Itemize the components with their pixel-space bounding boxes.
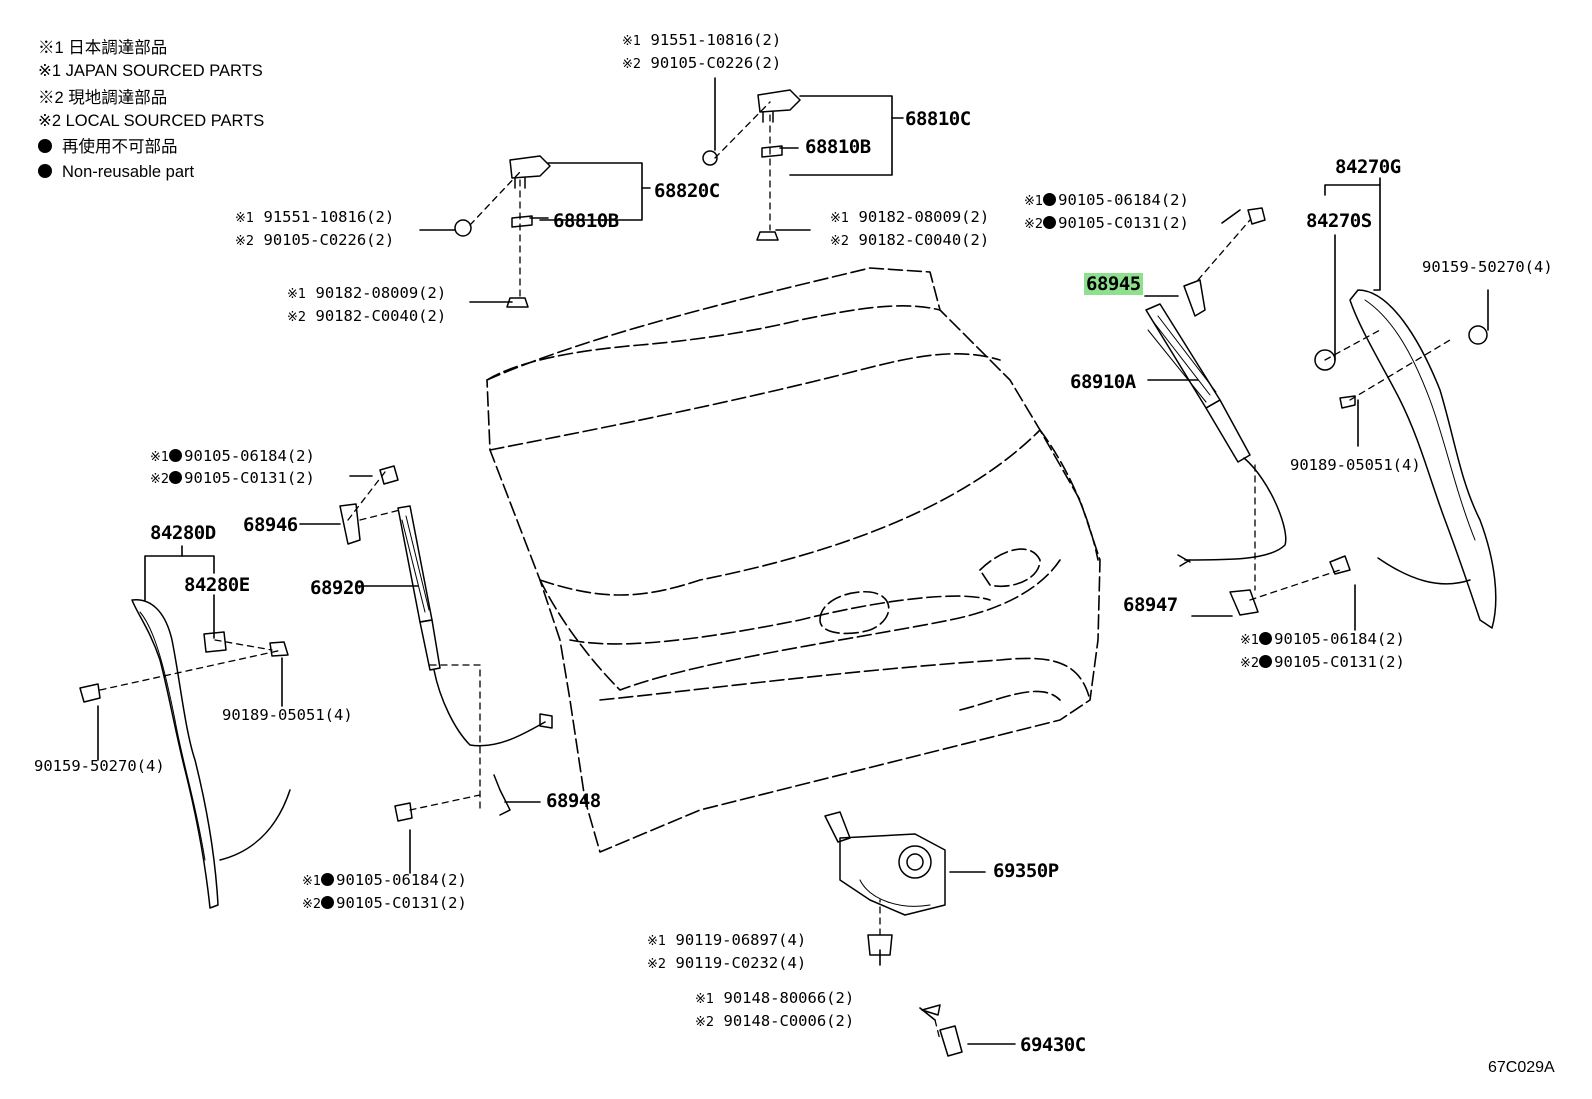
nonreusable-dot-icon xyxy=(1043,216,1057,229)
hinge-upper-left xyxy=(509,155,551,228)
part-68945[interactable]: 68945 xyxy=(1084,273,1143,295)
ref-a2[interactable]: ※2 90105-C0226(2) xyxy=(622,54,782,72)
left-gas-strut xyxy=(339,503,553,816)
ref-m2[interactable]: ※2 90119-C0232(4) xyxy=(647,954,807,972)
nonreusable-dot-icon xyxy=(38,139,52,153)
part-84280D[interactable]: 84280D xyxy=(150,522,216,544)
ref-b1[interactable]: ※1 91551-10816(2) xyxy=(235,208,395,226)
nonreusable-dot-icon xyxy=(321,873,335,886)
nonreusable-dot-icon xyxy=(321,896,335,909)
ref-n2[interactable]: ※2 90148-C0006(2) xyxy=(695,1012,855,1030)
ref-f[interactable]: 90159-50270(4) xyxy=(1422,258,1553,276)
fasteners xyxy=(79,150,1488,1016)
nonreusable-dot-icon xyxy=(1259,655,1273,668)
part-69430C[interactable]: 69430C xyxy=(1020,1034,1086,1056)
lower-bracket xyxy=(939,1025,963,1057)
part-68920[interactable]: 68920 xyxy=(310,577,365,599)
legend-nonreusable-en-text: Non-reusable part xyxy=(62,163,195,181)
nonreusable-dot-icon xyxy=(1259,632,1273,645)
legend-nonreusable-jp-text: 再使用不可部品 xyxy=(62,138,178,156)
legend-nonreusable-en: Non-reusable part xyxy=(38,162,194,182)
legend-local-en: ※2 LOCAL SOURCED PARTS xyxy=(38,112,265,130)
diagram-code: 67C029A xyxy=(1488,1059,1555,1076)
part-68947[interactable]: 68947 xyxy=(1123,594,1178,616)
part-68948[interactable]: 68948 xyxy=(546,790,601,812)
part-84270G[interactable]: 84270G xyxy=(1335,156,1401,178)
ref-n1[interactable]: ※1 90148-80066(2) xyxy=(695,989,855,1007)
legend-nonreusable-jp: 再使用不可部品 xyxy=(38,137,178,157)
door-motor xyxy=(824,811,946,916)
ref-k[interactable]: 90159-50270(4) xyxy=(34,757,165,775)
legend-japan-en: ※1 JAPAN SOURCED PARTS xyxy=(38,62,263,80)
ref-a1[interactable]: ※1 91551-10816(2) xyxy=(622,31,782,49)
ref-g[interactable]: 90189-05051(4) xyxy=(1290,456,1421,474)
ref-c1[interactable]: ※1 90182-08009(2) xyxy=(287,284,447,302)
nonreusable-dot-icon xyxy=(1043,193,1057,206)
ref-j[interactable]: 90189-05051(4) xyxy=(222,706,353,724)
part-68946[interactable]: 68946 xyxy=(243,514,298,536)
right-side-trim xyxy=(1349,289,1497,629)
nonreusable-dot-icon xyxy=(169,471,183,484)
part-68810C[interactable]: 68810C xyxy=(905,108,971,130)
part-68945-highlight: 68945 xyxy=(1084,273,1143,295)
ref-d2[interactable]: ※2 90182-C0040(2) xyxy=(830,231,990,249)
legend-local-jp: ※2 現地調達部品 xyxy=(38,89,168,107)
part-68820C[interactable]: 68820C xyxy=(654,180,720,202)
leader-lines xyxy=(97,77,1489,1045)
ref-c2[interactable]: ※2 90182-C0040(2) xyxy=(287,307,447,325)
dashed-connectors xyxy=(99,101,1451,1041)
part-68910A[interactable]: 68910A xyxy=(1070,371,1136,393)
part-84280E[interactable]: 84280E xyxy=(184,574,250,596)
ref-d1[interactable]: ※1 90182-08009(2) xyxy=(830,208,990,226)
ref-b2[interactable]: ※2 90105-C0226(2) xyxy=(235,231,395,249)
nonreusable-dot-icon xyxy=(38,164,52,178)
nonreusable-dot-icon xyxy=(169,449,183,462)
hinge-upper-right xyxy=(757,89,801,158)
left-side-trim xyxy=(131,599,291,909)
part-69350P[interactable]: 69350P xyxy=(993,860,1059,882)
right-gas-strut xyxy=(1145,279,1287,616)
legend-japan-jp: ※1 日本調達部品 xyxy=(38,39,168,57)
back-door-outline xyxy=(486,267,1101,853)
part-84270S[interactable]: 84270S xyxy=(1306,210,1372,232)
ref-m1[interactable]: ※1 90119-06897(4) xyxy=(647,931,807,949)
part-68810B-top[interactable]: 68810B xyxy=(805,136,871,158)
part-68810B-left[interactable]: 68810B xyxy=(553,210,619,232)
